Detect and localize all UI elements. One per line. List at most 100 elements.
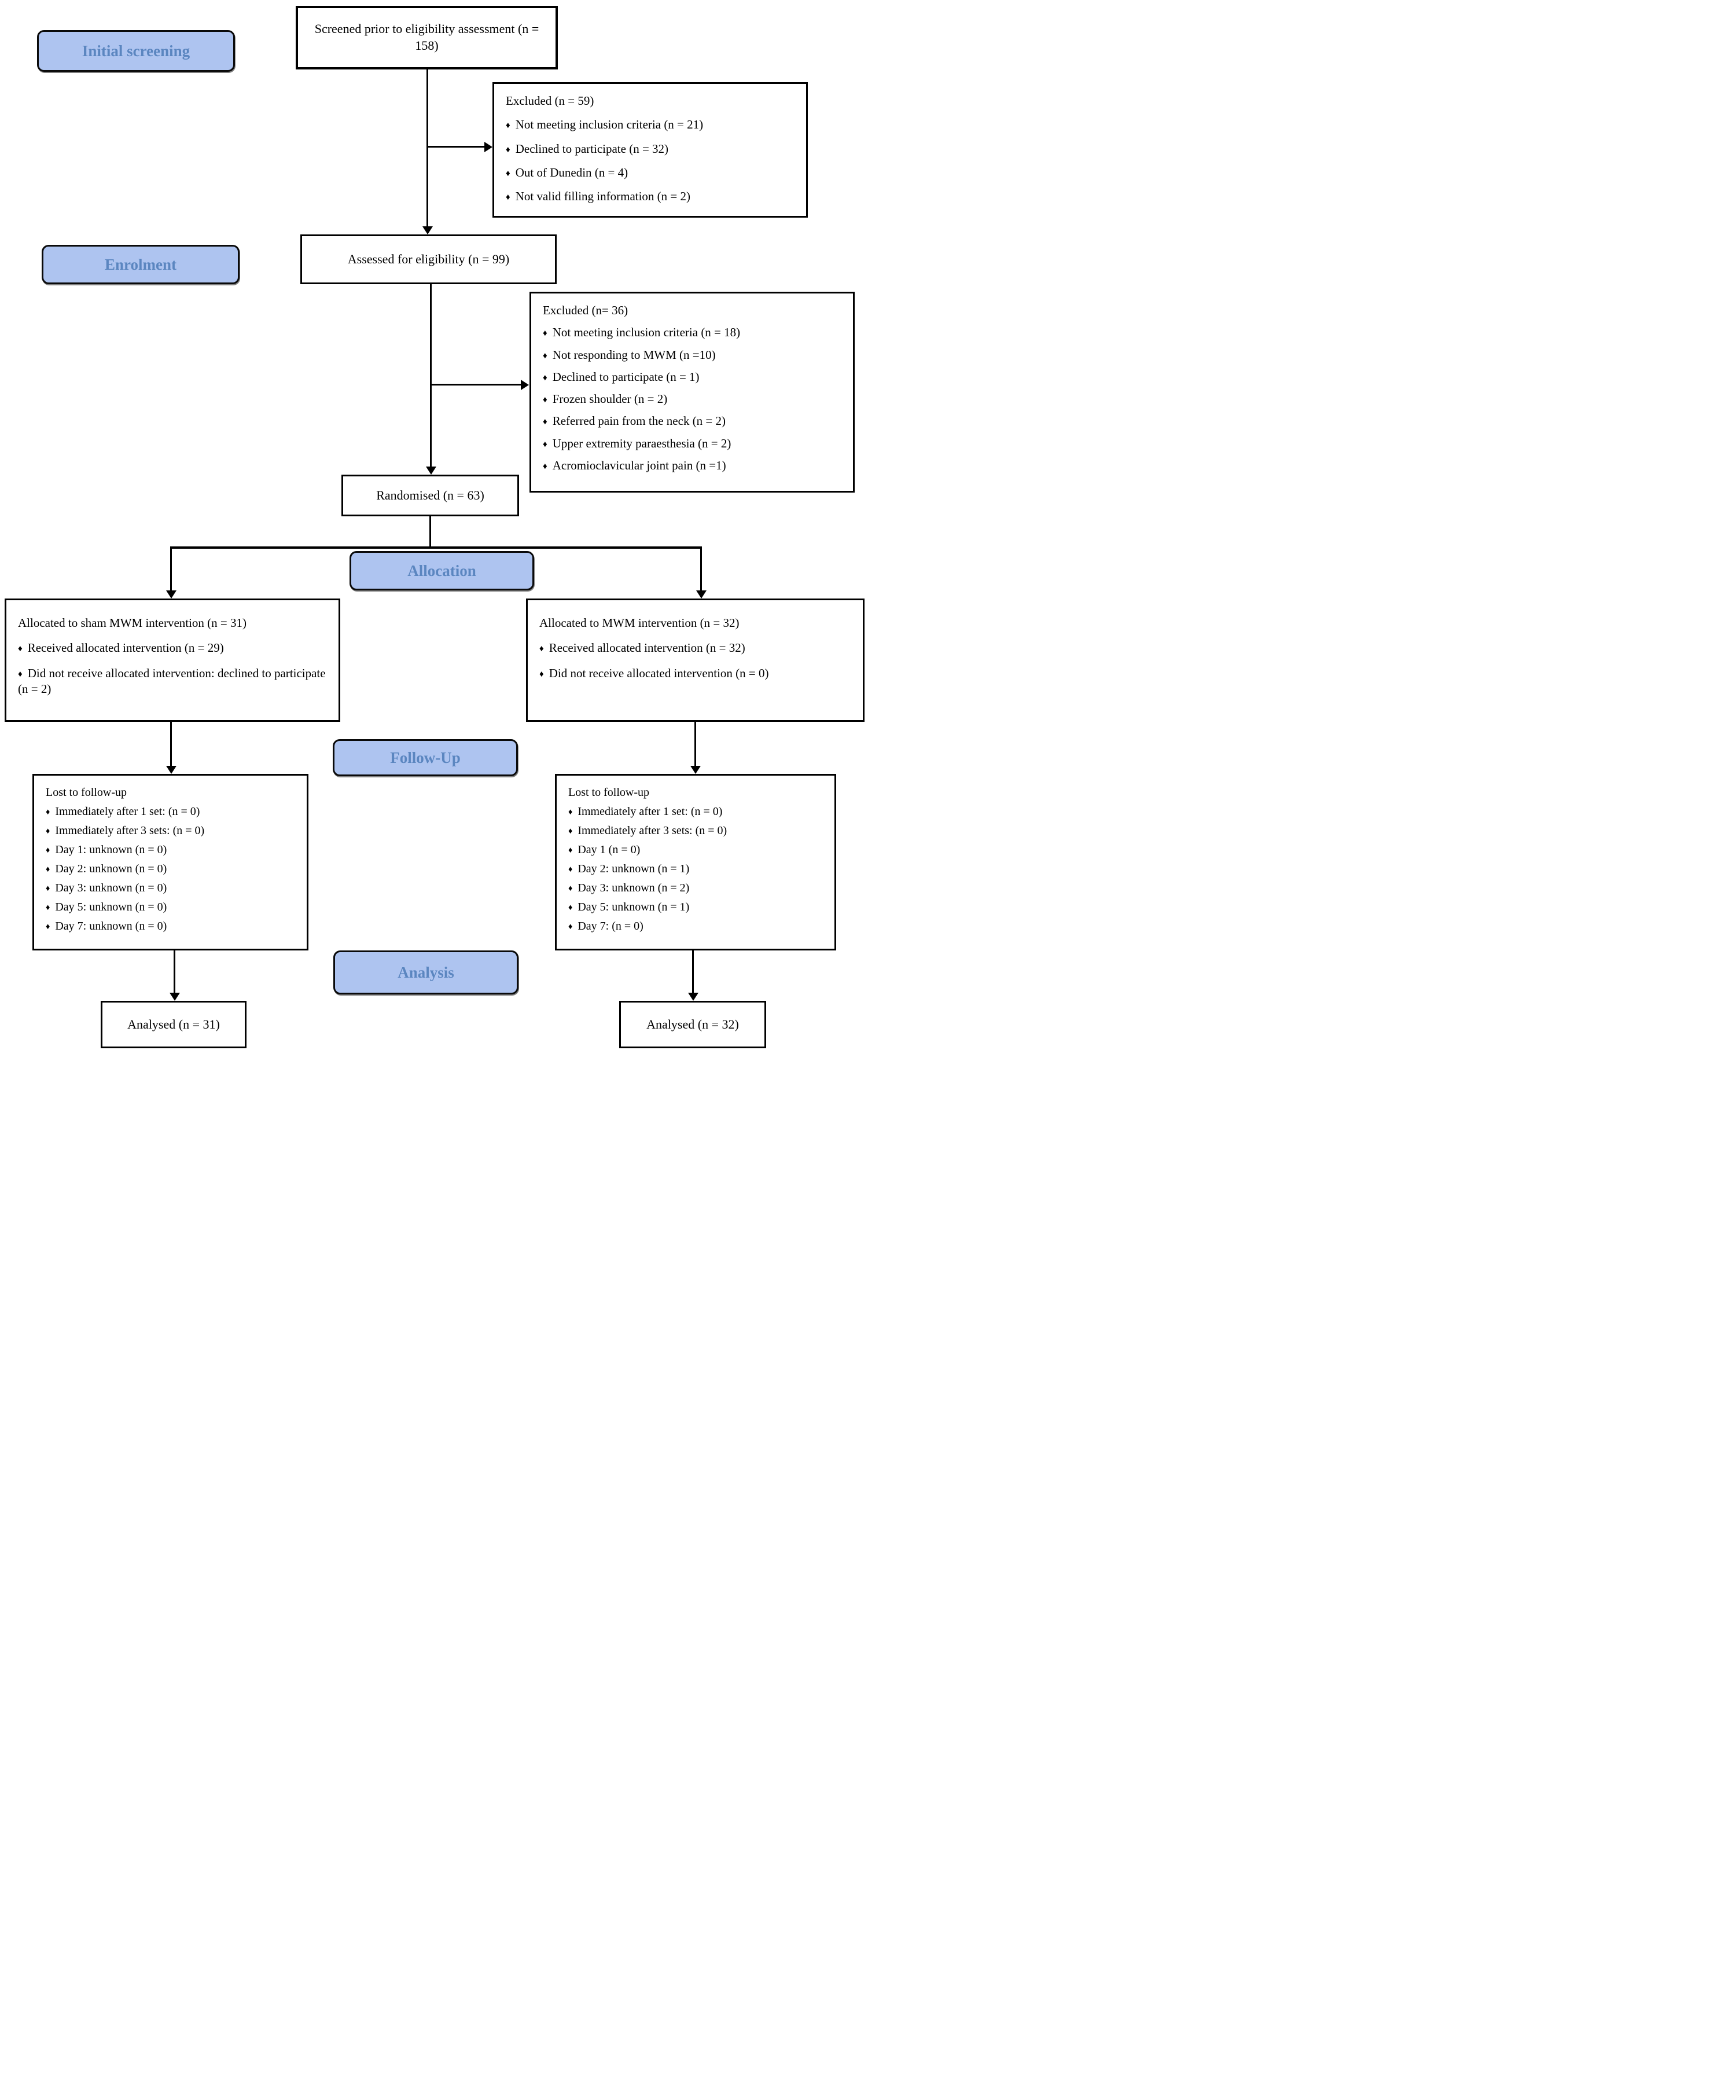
list-item-text: Day 2: unknown (n = 1) (578, 862, 690, 875)
diamond-bullet-icon: ♦ (506, 193, 510, 203)
allocated-mwm-title: Allocated to MWM intervention (n = 32) (539, 616, 740, 630)
consort-flow-diagram: Initial screening Enrolment Allocation F… (0, 0, 868, 1050)
arrowhead-to-excluded-2 (521, 380, 529, 390)
list-item: ♦Day 5: unknown (n = 0) (46, 900, 297, 915)
list-item-text: Declined to participate (n = 32) (515, 141, 669, 156)
list-item-text: Day 5: unknown (n = 1) (578, 901, 690, 913)
diamond-bullet-icon: ♦ (46, 903, 50, 912)
list-item: ♦ Not meeting inclusion criteria (n = 21) (506, 117, 797, 133)
connector-allocation-branch (170, 546, 702, 549)
screened-box: Screened prior to eligibility assessment… (296, 6, 558, 69)
excluded-1-list: ♦ Not meeting inclusion criteria (n = 21)… (506, 117, 797, 204)
lost-followup-sham-box: Lost to follow-up ♦Immediately after 1 s… (32, 774, 308, 950)
list-item-text: Immediately after 3 sets: (n = 0) (578, 824, 727, 837)
list-item-text: Received allocated intervention (n = 32) (549, 641, 745, 655)
list-item: ♦ Day 1 (n = 0) (568, 842, 825, 857)
diamond-bullet-icon: ♦ (543, 373, 547, 383)
list-item: ♦ Declined to participate (n = 1) (543, 369, 844, 385)
list-item-text: Day 7: (n = 0) (578, 920, 643, 932)
diamond-bullet-icon: ♦ (568, 846, 573, 855)
lost-followup-mwm-list: ♦Immediately after 1 set: (n = 0) ♦ Immed… (568, 804, 825, 934)
list-item-text: Day 7: unknown (n = 0) (55, 920, 167, 932)
list-item: ♦ Declined to participate (n = 32) (506, 141, 797, 157)
arrowhead-to-allocated-sham (166, 590, 176, 599)
list-item-text: Upper extremity paraesthesia (n = 2) (552, 436, 731, 450)
lost-followup-mwm-title: Lost to follow-up (568, 786, 649, 799)
list-item-text: Received allocated intervention (n = 29) (27, 641, 224, 655)
diamond-bullet-icon: ♦ (46, 865, 50, 874)
diamond-bullet-icon: ♦ (568, 827, 573, 836)
diamond-bullet-icon: ♦ (506, 168, 510, 178)
list-item-text: Not meeting inclusion criteria (n = 21) (515, 118, 704, 132)
analysed-sham-text: Analysed (n = 31) (127, 1016, 220, 1031)
list-item: ♦Received allocated intervention (n = 29… (18, 640, 329, 656)
excluded-2-title: Excluded (n= 36) (543, 303, 628, 317)
diamond-bullet-icon: ♦ (46, 884, 50, 893)
list-item: ♦ Immediately after 3 sets: (n = 0) (46, 823, 297, 838)
excluded-2-box: Excluded (n= 36) ♦Not meeting inclusion … (529, 292, 855, 493)
list-item-text: Not valid filling information (n = 2) (515, 189, 691, 204)
arrowhead-to-analysed-mwm (688, 993, 698, 1001)
analysed-mwm-text: Analysed (n = 32) (646, 1016, 739, 1031)
allocated-sham-title: Allocated to sham MWM intervention (n = … (18, 616, 247, 630)
list-item: ♦ Upper extremity paraesthesia (n = 2) (543, 436, 844, 451)
diamond-bullet-icon: ♦ (543, 329, 547, 339)
diamond-bullet-icon: ♦ (46, 827, 50, 836)
diamond-bullet-icon: ♦ (18, 669, 23, 679)
diamond-bullet-icon: ♦ (543, 462, 547, 472)
list-item: ♦Not responding to MWM (n =10) (543, 347, 844, 363)
list-item: ♦Frozen shoulder (n = 2) (543, 391, 844, 407)
list-item-text: Frozen shoulder (n = 2) (552, 392, 668, 406)
list-item: ♦Out of Dunedin (n = 4) (506, 165, 797, 181)
list-item: ♦ Not valid filling information (n = 2) (506, 189, 797, 204)
connector-sham-to-followup (170, 722, 172, 766)
excluded-1-title: Excluded (n = 59) (506, 94, 594, 108)
list-item-text: Referred pain from the neck (n = 2) (552, 414, 726, 428)
list-item: ♦Referred pain from the neck (n = 2) (543, 413, 844, 429)
list-item-text: Immediately after 3 sets: (n = 0) (55, 824, 205, 837)
diamond-bullet-icon: ♦ (543, 439, 547, 449)
list-item-text: Acromioclavicular joint pain (n =1) (552, 458, 726, 473)
diamond-bullet-icon: ♦ (568, 884, 573, 893)
list-item: ♦ Day 2: unknown (n = 1) (568, 861, 825, 876)
diamond-bullet-icon: ♦ (506, 145, 510, 155)
assessed-text: Assessed for eligibility (n = 99) (347, 251, 510, 266)
connector-branch-left (170, 546, 172, 591)
diamond-bullet-icon: ♦ (46, 807, 50, 817)
diamond-bullet-icon: ♦ (506, 121, 510, 131)
randomised-box: Randomised (n = 63) (341, 475, 519, 516)
stage-analysis-label: Analysis (398, 963, 454, 981)
list-item-text: Not responding to MWM (n =10) (552, 347, 716, 362)
list-item-text: Day 3: unknown (n = 0) (55, 882, 167, 894)
diamond-bullet-icon: ♦ (46, 922, 50, 931)
diamond-bullet-icon: ♦ (568, 865, 573, 874)
list-item-text: Declined to participate (n = 1) (552, 369, 700, 384)
list-item: ♦Day 1: unknown (n = 0) (46, 842, 297, 857)
arrowhead-to-allocated-mwm (696, 590, 707, 599)
allocated-sham-box: Allocated to sham MWM intervention (n = … (5, 599, 340, 722)
diamond-bullet-icon: ♦ (568, 922, 573, 931)
list-item-text: Immediately after 1 set: (n = 0) (55, 805, 200, 818)
diamond-bullet-icon: ♦ (46, 846, 50, 855)
list-item: ♦ Day 7: unknown (n = 0) (46, 919, 297, 934)
randomised-text: Randomised (n = 63) (376, 487, 484, 502)
allocated-mwm-box: Allocated to MWM intervention (n = 32) ♦… (526, 599, 865, 722)
stage-initial-screening-label: Initial screening (82, 42, 190, 60)
analysed-sham-box: Analysed (n = 31) (101, 1001, 247, 1048)
allocated-mwm-list: ♦ Received allocated intervention (n = 32… (539, 640, 854, 681)
arrowhead-to-excluded-1 (484, 142, 492, 152)
stage-follow-up-label: Follow-Up (390, 748, 461, 766)
excluded-1-box: Excluded (n = 59) ♦ Not meeting inclusion… (492, 82, 808, 218)
diamond-bullet-icon: ♦ (539, 669, 544, 679)
connector-randomised-stem (429, 516, 431, 548)
arrowhead-to-lost-sham (166, 766, 176, 774)
list-item: ♦ Immediately after 1 set: (n = 0) (46, 804, 297, 819)
list-item: ♦ Immediately after 3 sets: (n = 0) (568, 823, 825, 838)
stage-enrolment: Enrolment (42, 245, 240, 284)
list-item-text: Day 1 (n = 0) (578, 843, 641, 856)
connector-sham-to-analysis (174, 950, 175, 993)
list-item: ♦Immediately after 1 set: (n = 0) (568, 804, 825, 819)
list-item: ♦Did not receive allocated intervention:… (18, 666, 329, 697)
connector-mwm-to-analysis (692, 950, 694, 993)
list-item: ♦ Acromioclavicular joint pain (n =1) (543, 458, 844, 473)
